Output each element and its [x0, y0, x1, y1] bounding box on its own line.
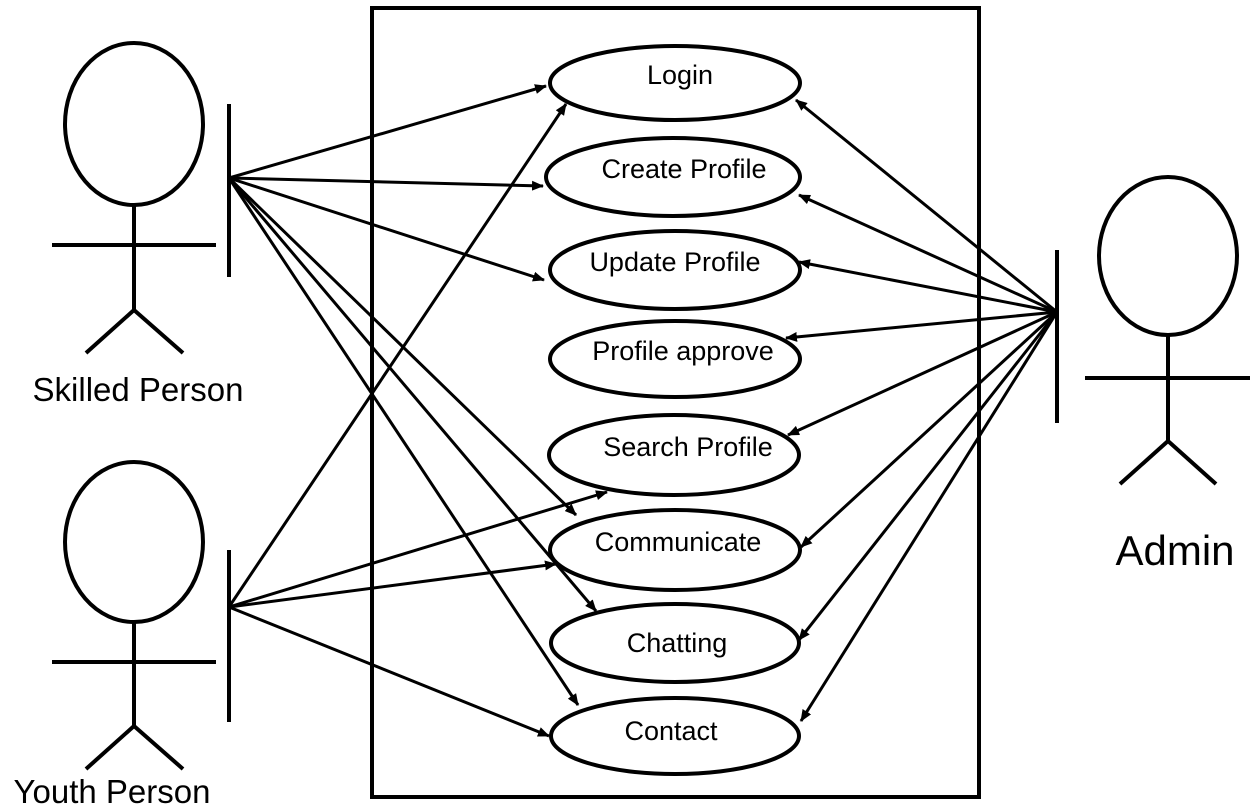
- association-youth-to-contact: [228, 605, 550, 738]
- use-case-oval: [547, 413, 801, 497]
- association-admin-to-contact: [799, 311, 1059, 722]
- use-case-oval: [548, 229, 802, 311]
- actor-skilled-person: Skilled Person: [33, 41, 244, 408]
- actor-head: [63, 41, 205, 207]
- use-case-login: Login: [548, 44, 802, 122]
- actor-leg-left: [1118, 439, 1170, 486]
- actor-leg-left: [84, 724, 136, 771]
- association-youth-to-search-profile: [228, 490, 608, 609]
- actor-label: Admin: [1115, 527, 1234, 574]
- system-boundary: [370, 6, 981, 799]
- association-youth-to-login: [227, 103, 568, 608]
- association-skilled-to-contact: [227, 177, 580, 706]
- actor-label: Skilled Person: [33, 371, 244, 408]
- association-admin-to-login: [795, 98, 1058, 314]
- use-case-communicate: Communicate: [548, 508, 802, 592]
- use-case-label: Login: [647, 60, 713, 90]
- use-case-label: Update Profile: [589, 247, 760, 277]
- use-case-label: Create Profile: [601, 154, 766, 184]
- association-youth-to-communicate: [228, 560, 557, 609]
- use-case-search-profile: Search Profile: [547, 413, 801, 497]
- use-cases: Login Create Profile Update Profile Prof…: [544, 44, 802, 776]
- use-case-label: Communicate: [595, 527, 762, 557]
- use-case-oval: [544, 136, 802, 218]
- use-case-label: Contact: [624, 716, 718, 746]
- association-skilled-to-update-profile: [228, 176, 545, 282]
- use-case-oval: [548, 319, 802, 399]
- use-case-oval: [548, 508, 802, 592]
- association-skilled-to-create-profile: [228, 176, 544, 191]
- association-admin-to-create-profile: [798, 193, 1058, 314]
- use-case-oval: [548, 44, 802, 122]
- use-case-oval: [549, 696, 801, 776]
- use-case-profile-approve: Profile approve: [548, 319, 802, 399]
- use-case-create-profile: Create Profile: [544, 136, 802, 218]
- use-case-contact: Contact: [549, 696, 801, 776]
- actor-leg-right: [132, 724, 185, 771]
- use-case-label: Search Profile: [603, 432, 773, 462]
- association-admin-to-chatting: [797, 311, 1059, 641]
- actor-head: [63, 460, 205, 624]
- use-case-label: Profile approve: [592, 336, 774, 366]
- use-case-oval: [549, 602, 801, 684]
- actor-leg-right: [132, 308, 185, 355]
- association-admin-to-update-profile: [798, 259, 1058, 314]
- associations: [227, 84, 1059, 738]
- actor-admin: Admin: [1055, 175, 1250, 574]
- association-admin-to-profile-approve: [785, 310, 1058, 342]
- actor-label: Youth Person: [14, 773, 211, 807]
- association-skilled-to-login: [228, 84, 547, 180]
- actor-leg-left: [84, 308, 136, 355]
- association-admin-to-search-profile: [787, 310, 1058, 437]
- actor-head: [1097, 175, 1239, 337]
- actor-leg-right: [1166, 439, 1218, 486]
- actor-youth-person: Youth Person: [14, 460, 231, 807]
- use-case-label: Chatting: [627, 628, 728, 658]
- use-case-update-profile: Update Profile: [548, 229, 802, 311]
- association-admin-to-communicate: [799, 310, 1059, 549]
- association-skilled-to-chatting: [227, 177, 598, 612]
- use-case-chatting: Chatting: [549, 602, 801, 684]
